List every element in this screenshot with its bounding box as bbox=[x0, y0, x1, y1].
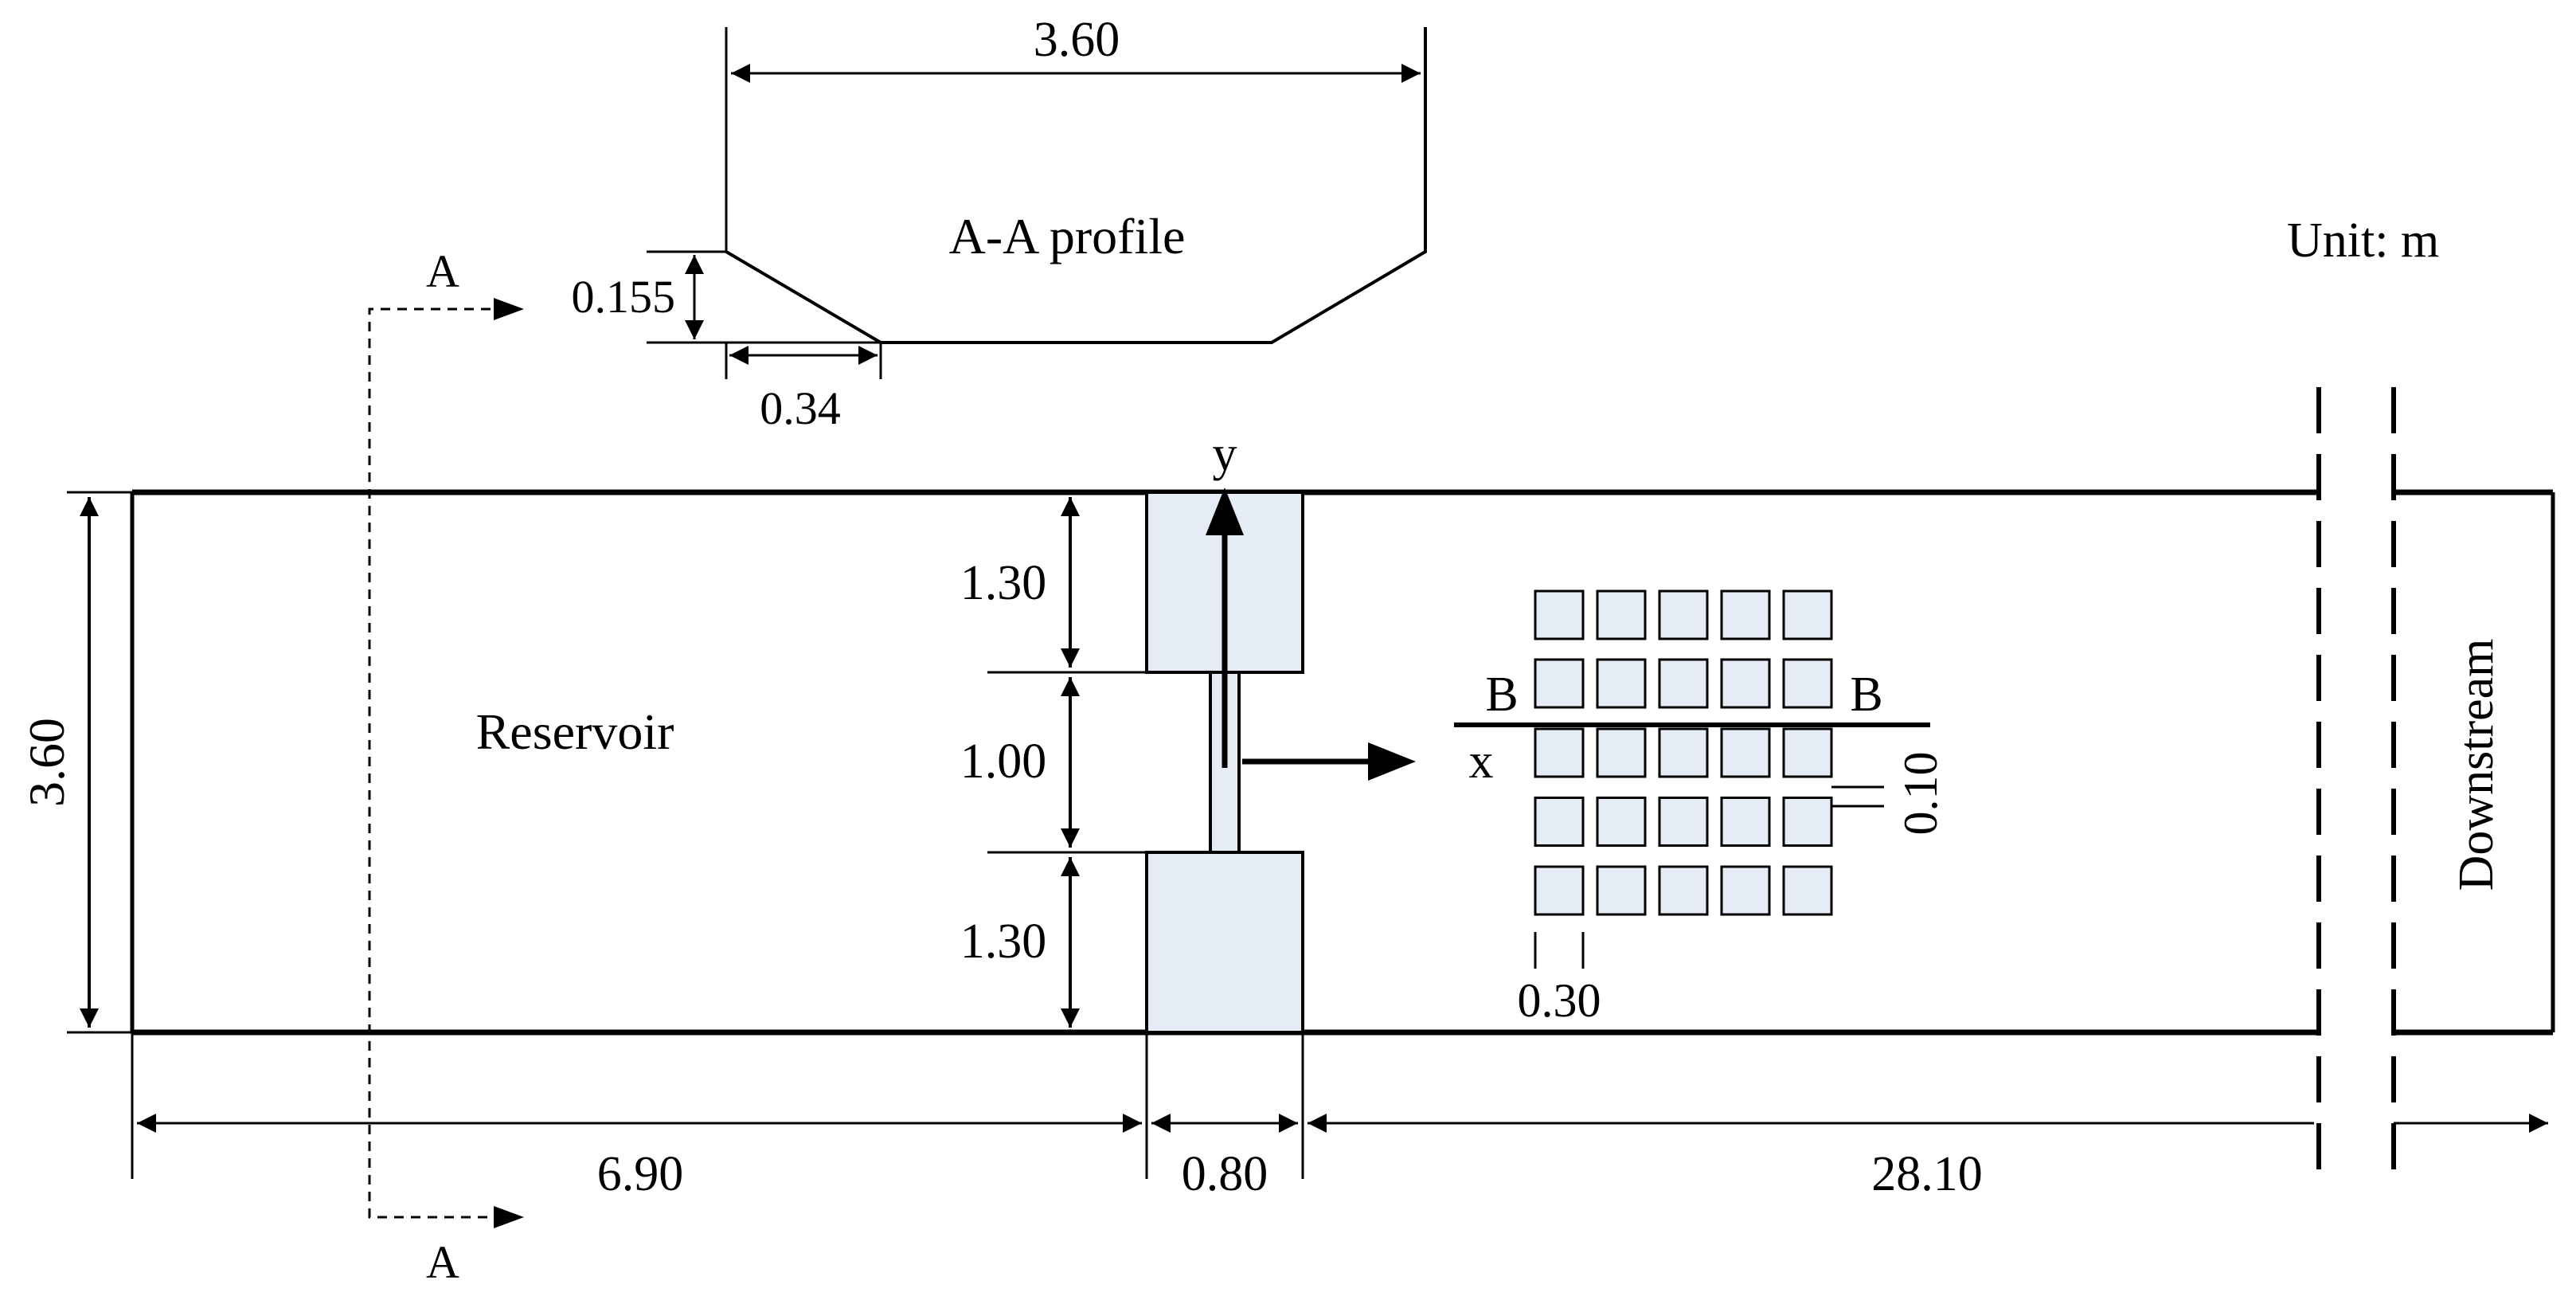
obstacle-block bbox=[1534, 865, 1585, 916]
obstacle-block bbox=[1534, 658, 1585, 709]
x-axis-arrow bbox=[1368, 742, 1416, 781]
gate-upper-label: 1.30 bbox=[960, 556, 1047, 610]
section-a-dashed-line bbox=[368, 307, 491, 1219]
obstacle-block bbox=[1596, 797, 1647, 847]
obstacle-block bbox=[1720, 658, 1771, 709]
obstacle-block bbox=[1782, 865, 1833, 916]
gate-lower-block bbox=[1145, 851, 1304, 1034]
y-axis-arrow bbox=[1206, 488, 1244, 535]
profile-outline bbox=[725, 27, 1427, 344]
profile-title: A-A profile bbox=[949, 208, 1186, 264]
section-a-top-arrow bbox=[494, 298, 524, 320]
obstacle-block-array bbox=[1534, 589, 1833, 916]
obstacle-block bbox=[1720, 865, 1771, 916]
aa-profile: 3.60 A-A profile 0.155 0.34 bbox=[572, 13, 1427, 434]
section-a-cut: A A bbox=[368, 245, 524, 1288]
obstacle-block bbox=[1596, 589, 1647, 640]
section-a-top-label: A bbox=[426, 245, 459, 297]
obstacle-block bbox=[1596, 865, 1647, 916]
gate-opening-label: 1.00 bbox=[960, 734, 1047, 789]
section-b-left-label: B bbox=[1485, 668, 1518, 722]
obstacle-block bbox=[1782, 658, 1833, 709]
gate-length-label: 0.80 bbox=[1182, 1147, 1268, 1201]
profile-width-label: 3.60 bbox=[1034, 13, 1120, 67]
obstacle-block bbox=[1782, 797, 1833, 847]
obstacle-block bbox=[1534, 797, 1585, 847]
profile-height-label: 0.155 bbox=[572, 271, 676, 323]
y-axis-label: y bbox=[1213, 427, 1237, 481]
obstacle-block bbox=[1596, 727, 1647, 778]
section-a-bottom-arrow bbox=[494, 1206, 524, 1228]
unit-label: Unit: m bbox=[2287, 213, 2439, 268]
obstacle-block bbox=[1596, 658, 1647, 709]
reservoir-length-label: 6.90 bbox=[597, 1147, 684, 1201]
block-gap-label: 0.10 bbox=[1894, 752, 1947, 836]
obstacle-block bbox=[1658, 589, 1709, 640]
obstacle-block bbox=[1658, 727, 1709, 778]
obstacle-block bbox=[1658, 865, 1709, 916]
obstacle-block bbox=[1534, 727, 1585, 778]
block-size-label: 0.30 bbox=[1518, 974, 1601, 1027]
downstream-length-label: 28.10 bbox=[1871, 1147, 1983, 1201]
obstacle-block bbox=[1782, 727, 1833, 778]
slope-length-label: 0.34 bbox=[760, 382, 841, 434]
section-b-right-label: B bbox=[1850, 668, 1882, 722]
channel-width-label: 3.60 bbox=[18, 718, 75, 807]
obstacle-block bbox=[1658, 797, 1709, 847]
x-axis-label: x bbox=[1469, 734, 1494, 789]
obstacle-block bbox=[1534, 589, 1585, 640]
obstacle-block bbox=[1658, 658, 1709, 709]
obstacle-block bbox=[1782, 589, 1833, 640]
flume-plan: 3.60 Reservoir Downstream 1.30 1.00 1.30… bbox=[18, 387, 2555, 1201]
obstacle-block bbox=[1720, 797, 1771, 847]
section-a-bottom-label: A bbox=[426, 1236, 459, 1288]
reservoir-label: Reservoir bbox=[476, 703, 674, 760]
obstacle-block bbox=[1720, 727, 1771, 778]
gate-lower-label: 1.30 bbox=[960, 914, 1047, 969]
downstream-label: Downstream bbox=[2449, 639, 2504, 891]
obstacle-block bbox=[1720, 589, 1771, 640]
